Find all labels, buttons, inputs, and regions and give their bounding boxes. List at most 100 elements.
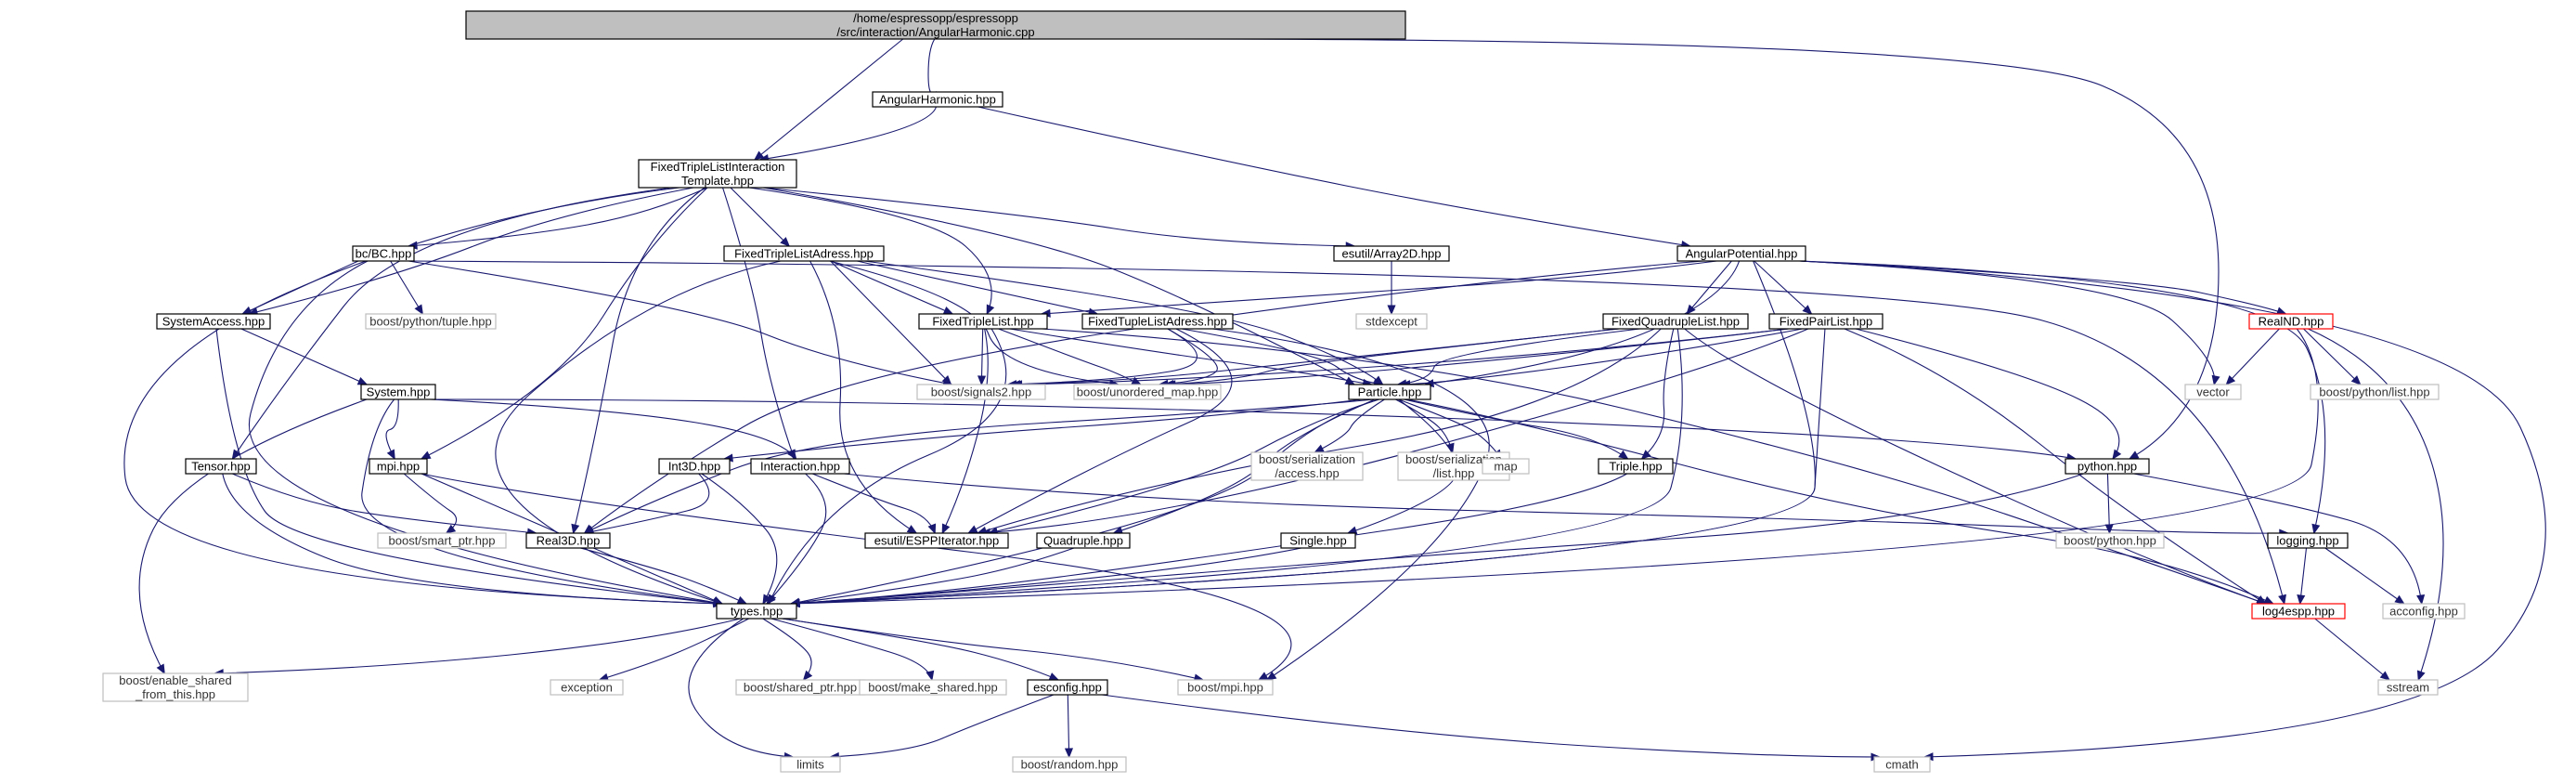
edge-bc-to-bptuple <box>390 260 423 315</box>
node-label-bshared: boost/shared_ptr.hpp <box>744 681 857 695</box>
edge-arrowhead-ftupla-to-espp <box>967 525 978 534</box>
edge-interaction-to-logging <box>843 473 2288 534</box>
node-box-angharm <box>872 91 1003 108</box>
node-label-umap: boost/unordered_map.hpp <box>1077 385 1219 399</box>
node-system[interactable]: System.hpp <box>360 384 436 400</box>
node-box-fql <box>1602 313 1749 330</box>
edge-arrowhead-array2d-to-stdexcept <box>1387 305 1396 316</box>
node-angpot[interactable]: AngularPotential.hpp <box>1676 245 1806 262</box>
node-sysacc[interactable]: SystemAccess.hpp <box>156 313 271 330</box>
edge-arrowhead-mpi-to-bmpi <box>1257 672 1269 681</box>
node-python[interactable]: python.hpp <box>2065 458 2150 475</box>
node-box-sstream <box>2377 679 2439 696</box>
node-label-bc: bc/BC.hpp <box>356 247 412 261</box>
node-box-mpi <box>369 458 428 475</box>
node-label-system: System.hpp <box>367 385 431 399</box>
node-box-quadruple <box>1036 532 1131 549</box>
node-interaction[interactable]: Interaction.hpp <box>750 458 850 475</box>
node-ftupla[interactable]: FixedTupleListAdress.hpp <box>1081 313 1234 330</box>
edge-fpl-to-log4espp <box>1844 328 2267 605</box>
node-espp[interactable]: esutil/ESPPIterator.hpp <box>864 532 1009 549</box>
edge-ftlit-to-ftl <box>748 187 992 315</box>
edge-particle-to-int3d <box>723 398 1363 460</box>
edge-arrowhead-bc-to-bptuple <box>414 304 423 316</box>
node-angharm[interactable]: AngularHarmonic.hpp <box>872 91 1003 108</box>
edge-arrowhead-log4espp-to-sstream <box>2379 671 2390 681</box>
node-bslist: boost/serialization/list.hpp <box>1397 451 1510 481</box>
edge-particle-to-log4espp <box>1406 398 2274 605</box>
node-label-map: map <box>1494 460 1517 474</box>
node-vector: vector <box>2184 384 2242 400</box>
edge-arrowhead-realnd-to-sstream <box>2416 670 2426 682</box>
node-fql[interactable]: FixedQuadrupleList.hpp <box>1602 313 1749 330</box>
edge-types-to-bmake <box>770 618 933 681</box>
edge-fql-to-umap <box>1164 328 1620 385</box>
node-ftla[interactable]: FixedTripleListAdress.hpp <box>723 245 885 262</box>
node-label-stdexcept: stdexcept <box>1366 315 1417 329</box>
edge-bc-to-signals2 <box>408 260 952 385</box>
node-label-limits: limits <box>796 758 824 772</box>
edge-ftlit-to-bc <box>408 187 708 247</box>
edge-arrowhead-angpot-to-fpl <box>1802 305 1813 315</box>
edge-types-to-esconfig <box>782 618 1059 681</box>
edge-fpl-to-particle <box>1401 328 1804 385</box>
edge-arrowhead-particle-to-log4espp <box>2263 595 2274 605</box>
edge-angpot-to-logging <box>1799 260 2326 534</box>
node-label-particle: Particle.hpp <box>1358 385 1422 399</box>
node-label-espp: esutil/ESPPIterator.hpp <box>874 534 999 548</box>
node-int3d[interactable]: Int3D.hpp <box>658 458 731 475</box>
node-label-ftupla: FixedTupleListAdress.hpp <box>1088 315 1227 329</box>
node-esconfig[interactable]: esconfig.hpp <box>1027 679 1108 696</box>
node-array2d[interactable]: esutil/Array2D.hpp <box>1333 245 1450 262</box>
edge-angpot-to-realnd <box>1799 260 2286 315</box>
node-realnd[interactable]: RealND.hpp <box>2248 313 2334 330</box>
node-fpl[interactable]: FixedPairList.hpp <box>1768 313 1883 330</box>
node-logging[interactable]: logging.hpp <box>2267 532 2349 549</box>
edge-arrowhead-fpl-to-log4espp <box>2256 595 2267 605</box>
node-root[interactable]: /home/espressopp/espressopp/src/interact… <box>465 10 1406 40</box>
node-mpi[interactable]: mpi.hpp <box>369 458 428 475</box>
node-single[interactable]: Single.hpp <box>1280 532 1356 549</box>
node-label-interaction: Interaction.hpp <box>760 460 840 474</box>
node-particle[interactable]: Particle.hpp <box>1348 384 1431 400</box>
edge-triple-to-types <box>790 473 1627 605</box>
node-ftl[interactable]: FixedTripleList.hpp <box>918 313 1048 330</box>
edge-python-to-acconfig <box>2133 473 2423 605</box>
edge-fpl-to-types <box>790 328 1826 605</box>
node-acconfig: acconfig.hpp <box>2382 603 2466 620</box>
node-label-bsmart: boost/smart_ptr.hpp <box>389 534 496 548</box>
node-label-fpl: FixedPairList.hpp <box>1780 315 1872 329</box>
edge-root-to-python <box>1093 38 2220 460</box>
node-box-bptuple <box>365 313 497 330</box>
edge-types-to-bmpi <box>782 618 1204 681</box>
node-types[interactable]: types.hpp <box>716 603 797 620</box>
edge-arrowhead-types-to-esconfig <box>1048 672 1060 681</box>
edge-fql-to-types <box>790 328 1683 605</box>
node-label-bslist: boost/serialization <box>1405 452 1502 466</box>
node-box-bmpi <box>1177 679 1274 696</box>
node-bpython: boost/python.hpp <box>2055 532 2165 549</box>
node-brandom: boost/random.hpp <box>1012 756 1127 773</box>
node-label-angpot: AngularPotential.hpp <box>1686 247 1798 261</box>
node-label-benable: _from_this.hpp <box>135 687 215 701</box>
edge-arrowhead-ftlit-to-ftl <box>986 304 995 316</box>
node-bc[interactable]: bc/BC.hpp <box>352 245 415 262</box>
node-triple[interactable]: Triple.hpp <box>1598 458 1674 475</box>
node-label-exception: exception <box>561 681 613 695</box>
edge-system-to-mpi <box>385 398 399 460</box>
edge-particle-to-espp <box>989 398 1379 534</box>
edge-fql-to-triple <box>1641 328 1675 460</box>
node-log4espp[interactable]: log4espp.hpp <box>2251 603 2346 620</box>
node-box-acconfig <box>2382 603 2466 620</box>
node-label-vector: vector <box>2196 385 2230 399</box>
node-label-log4espp: log4espp.hpp <box>2262 605 2335 619</box>
node-box-bsaccess <box>1250 451 1364 481</box>
node-stdexcept: stdexcept <box>1355 313 1428 330</box>
edge-logging-to-acconfig <box>2324 547 2405 605</box>
edge-realnd-to-bplist <box>2303 328 2362 385</box>
node-tensor[interactable]: Tensor.hpp <box>185 458 257 475</box>
node-label-ftl: FixedTripleList.hpp <box>932 315 1033 329</box>
node-quadruple[interactable]: Quadruple.hpp <box>1036 532 1131 549</box>
node-real3d[interactable]: Real3D.hpp <box>525 532 611 549</box>
